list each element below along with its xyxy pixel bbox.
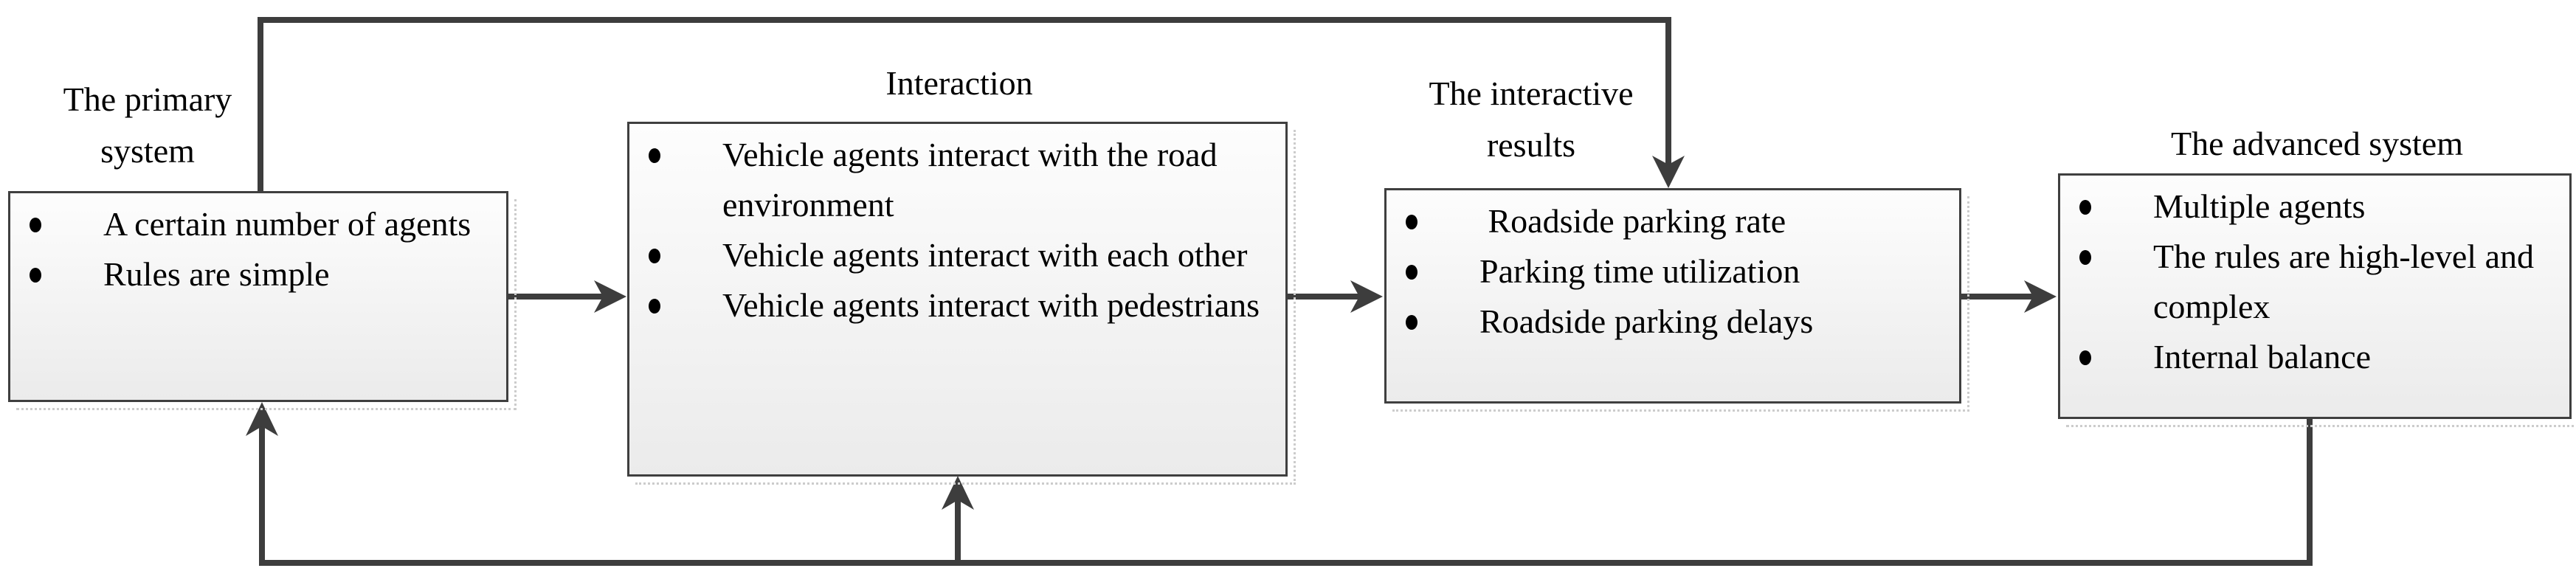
interaction-box: Vehicle agents interact with the road en… xyxy=(627,122,1296,485)
list-item: Multiple agents xyxy=(2060,181,2559,232)
list-item: Internal balance xyxy=(2060,332,2559,382)
arrow-interaction-to-results-head-icon xyxy=(1350,280,1383,313)
advanced-system-list: Multiple agents The rules are high-level… xyxy=(2060,181,2559,382)
advanced-system-title: The advanced system xyxy=(2171,125,2463,162)
interaction-title: Interaction xyxy=(885,64,1033,102)
primary-system-title: The primary system xyxy=(63,80,232,170)
feedback-top-arrowhead-down-icon xyxy=(1652,156,1685,188)
list-item: The rules are high-level and complex xyxy=(2060,232,2559,332)
primary-system-box: A certain number of agents Rules are sim… xyxy=(8,191,517,410)
advanced-system-box: Multiple agents The rules are high-level… xyxy=(2058,173,2576,427)
arrow-results-to-advanced-head-icon xyxy=(2024,280,2057,313)
interactive-results-title: The interactive results xyxy=(1429,75,1634,164)
arrow-primary-to-interaction-head-icon xyxy=(594,280,626,313)
list-item: Vehicle agents interact with pedestrians xyxy=(629,280,1275,330)
feedback-top-line xyxy=(258,17,1671,191)
list-item: Parking time utilization xyxy=(1387,246,1949,297)
list-item: Roadside parking rate xyxy=(1387,196,1949,246)
interactive-results-list: Roadside parking rate Parking time utili… xyxy=(1387,196,1949,347)
list-item: Vehicle agents interact with the road en… xyxy=(629,130,1275,230)
feedback-bottom-arrowhead-up-icon xyxy=(246,402,278,436)
list-item: Roadside parking delays xyxy=(1387,297,1949,347)
list-item: Vehicle agents interact with each other xyxy=(629,230,1275,280)
interaction-list: Vehicle agents interact with the road en… xyxy=(629,130,1275,330)
primary-system-list: A certain number of agents Rules are sim… xyxy=(10,199,496,300)
feedback-bottom-line xyxy=(259,419,2313,566)
list-item: Rules are simple xyxy=(10,249,496,300)
list-item: A certain number of agents xyxy=(10,199,496,249)
interactive-results-box: Roadside parking rate Parking time utili… xyxy=(1384,188,1969,412)
feedback-branch-arrowhead-up-icon xyxy=(942,476,974,510)
